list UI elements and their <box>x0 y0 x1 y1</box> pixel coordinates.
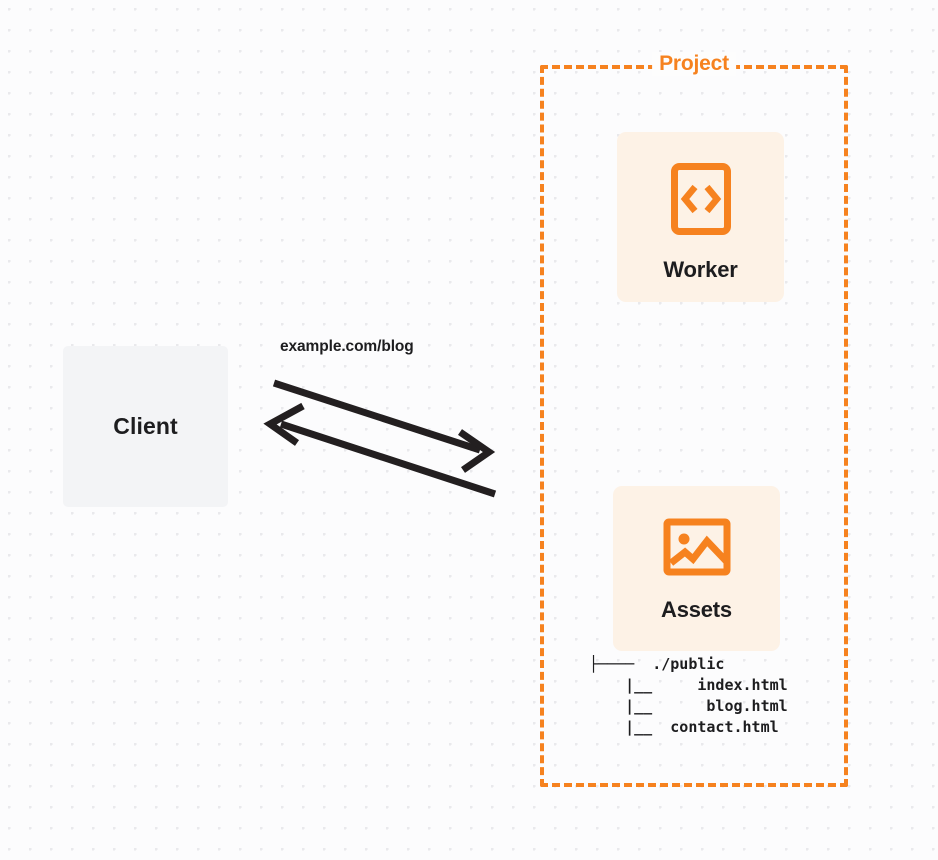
file-tree-line: ├──── ./public <box>589 655 725 673</box>
project-container: Project Worker Assets <box>540 52 848 787</box>
assets-file-tree: ├──── ./public |__ index.html |__ blog.h… <box>589 654 788 738</box>
image-icon <box>663 518 731 581</box>
response-arrow <box>263 402 497 498</box>
code-brackets-icon <box>670 162 732 241</box>
request-url-label: example.com/blog <box>280 338 414 355</box>
file-tree-line: |__ contact.html <box>589 718 779 736</box>
project-title: Project <box>652 52 736 76</box>
assets-label: Assets <box>661 597 732 622</box>
assets-card[interactable]: Assets <box>613 486 780 651</box>
client-label: Client <box>113 413 178 439</box>
file-tree-line: |__ blog.html <box>589 697 788 715</box>
worker-card[interactable]: Worker <box>617 132 784 302</box>
request-arrow <box>272 379 496 473</box>
worker-label: Worker <box>663 257 738 282</box>
client-node[interactable]: Client <box>63 346 228 507</box>
file-tree-line: |__ index.html <box>589 676 788 694</box>
